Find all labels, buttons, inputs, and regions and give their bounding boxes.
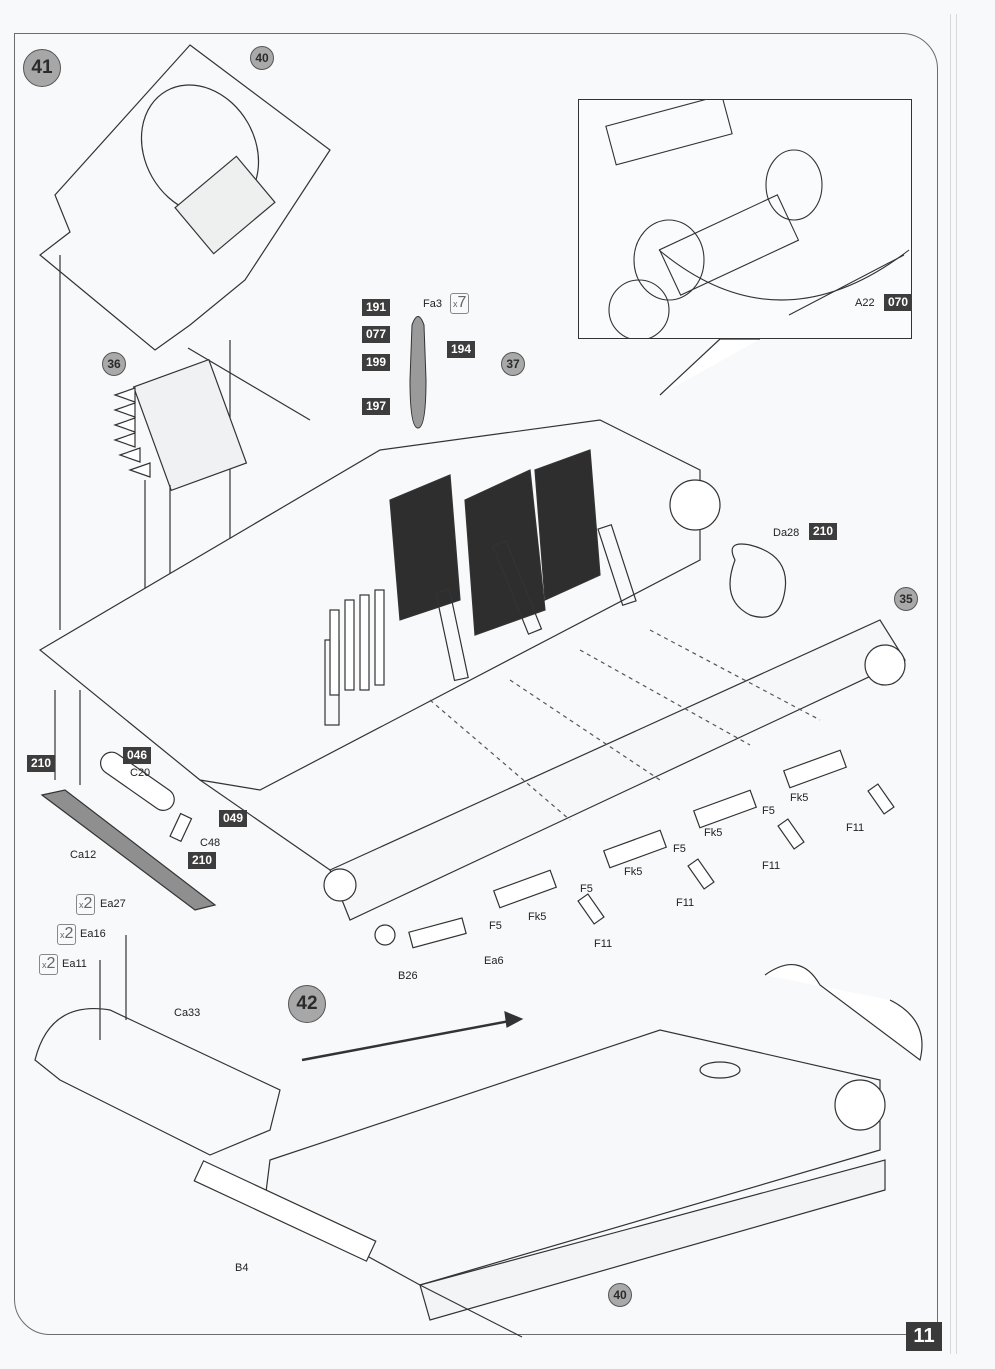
- quantity-badge-x7: x7: [450, 293, 470, 314]
- inset-detail-view: A22 070: [578, 94, 913, 341]
- part-label-Fk5: Fk5: [624, 866, 643, 878]
- part-label-F11: F11: [762, 860, 781, 872]
- paint-code-194: 194: [447, 341, 476, 358]
- part-label-Ca33: Ca33: [174, 1007, 201, 1019]
- quantity-badge-ea11: x2: [39, 954, 59, 975]
- part-label-Fa3: Fa3: [423, 298, 442, 310]
- quantity-badge-ea16: x2: [57, 924, 77, 945]
- part-label-Fk5: Fk5: [704, 827, 723, 839]
- step-42-direction-arrow: [301, 1018, 516, 1062]
- fender-drawing: [34, 935, 281, 1156]
- part-label-F5: F5: [673, 843, 686, 855]
- paint-code-191: 191: [362, 299, 391, 316]
- hull-completed-drawing: [193, 964, 923, 1338]
- part-label-C48: C48: [200, 837, 221, 849]
- ammo-rack-drawing: [113, 358, 248, 700]
- step-42-badge: 42: [288, 985, 326, 1023]
- part-label-Ea16: Ea16: [80, 928, 106, 940]
- paint-code-077: 077: [362, 326, 391, 343]
- part-label-Fk5: Fk5: [528, 911, 547, 923]
- page-number: 11: [906, 1322, 942, 1351]
- ref-circle-37-engine: 37: [501, 352, 525, 376]
- part-label-Ea27: Ea27: [100, 898, 126, 910]
- part-label-F5: F5: [489, 920, 502, 932]
- paint-code-049: 049: [219, 810, 248, 827]
- part-label-A22: A22: [855, 297, 875, 309]
- part-label-F11: F11: [846, 822, 865, 834]
- part-label-Fk5: Fk5: [790, 792, 809, 804]
- hull-drawing: [38, 419, 906, 921]
- paint-code-070: 070: [884, 294, 913, 311]
- paint-code-210-ca12: 210: [27, 755, 56, 772]
- part-label-F11: F11: [676, 897, 695, 909]
- paint-code-210-c48: 210: [188, 852, 217, 869]
- page-binding-edge: [950, 14, 957, 1354]
- escape-hatch-plate: [40, 789, 217, 911]
- suspension-arms-drawing: [374, 749, 895, 949]
- ref-circle-35-sponson: 35: [894, 587, 918, 611]
- part-label-F11: F11: [594, 938, 613, 950]
- hull-top-plate-drawing: [39, 44, 331, 780]
- part-label-F5: F5: [580, 883, 593, 895]
- ref-circle-40-top-plate: 40: [250, 46, 274, 70]
- page-frame: [14, 33, 938, 1335]
- part-label-Ea6: Ea6: [484, 955, 504, 967]
- quantity-badge-ea27: x2: [76, 894, 96, 915]
- part-label-F5: F5: [762, 805, 775, 817]
- part-label-B4: B4: [235, 1262, 249, 1274]
- part-label-Ea11: Ea11: [62, 958, 87, 970]
- ref-circle-40-hull-bottom: 40: [608, 1283, 632, 1307]
- paint-code-210-da28: 210: [809, 523, 838, 540]
- transmission-detail-drawing: [605, 94, 910, 341]
- part-label-Da28: Da28: [773, 527, 800, 539]
- paint-code-046: 046: [123, 747, 152, 764]
- step-41-badge: 41: [23, 49, 61, 87]
- paint-code-197: 197: [362, 398, 391, 415]
- paint-code-199: 199: [362, 354, 391, 371]
- part-label-C20: C20: [130, 767, 151, 779]
- part-label-B26: B26: [398, 970, 418, 982]
- part-label-Ca12: Ca12: [70, 849, 97, 861]
- ref-circle-36-ammo-rack: 36: [102, 352, 126, 376]
